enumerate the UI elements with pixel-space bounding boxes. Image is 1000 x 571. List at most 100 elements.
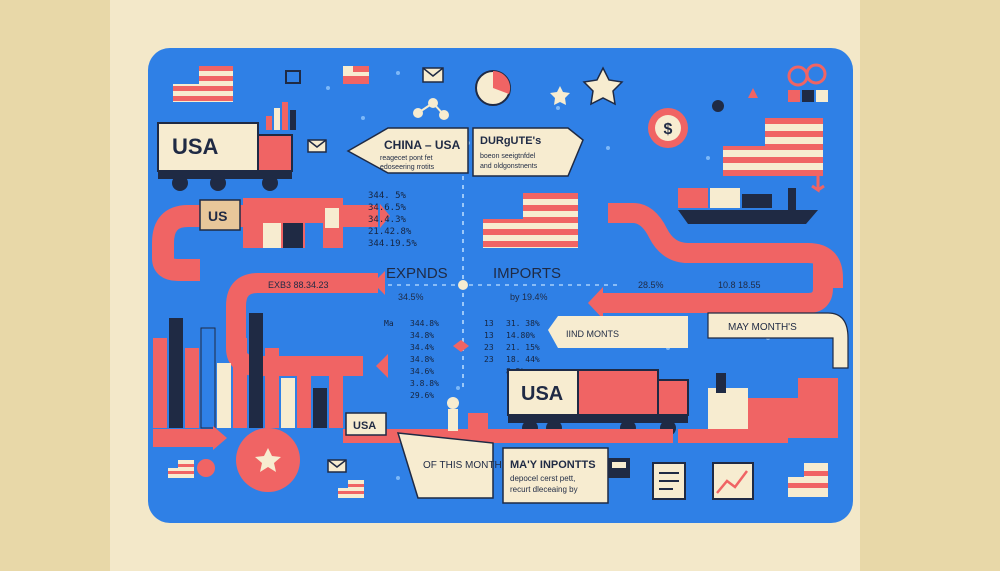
of-this-month-label: OF THIS MONTH	[423, 460, 502, 471]
bar-chart-block	[153, 313, 343, 429]
ind-months-banner	[548, 316, 688, 348]
china-flag-icon	[236, 428, 300, 492]
exp-bar-label: EXB3 88.34.23	[268, 280, 329, 290]
stat-right-prefix: 23	[484, 355, 494, 364]
network-icon	[413, 98, 449, 120]
stat-top-item: 344.19.5%	[368, 239, 417, 249]
stat-right-item: 14.80%	[506, 331, 535, 340]
arrowhead	[380, 204, 390, 228]
badge-icon	[197, 459, 215, 477]
china-usa-sub1: reagecet pont fet	[380, 155, 433, 162]
worker-icon	[447, 397, 488, 443]
arrowhead	[373, 271, 385, 295]
line-chart-icon	[712, 462, 754, 500]
box-icon	[285, 70, 301, 84]
imports-sub: by 19.4%	[510, 292, 548, 302]
right-margin	[860, 0, 1000, 571]
stat-right-item: 18. 44%	[506, 355, 540, 364]
stat-right-prefix: 23	[484, 343, 494, 352]
infographic-board: $ USA CHINA – USA reagecet pont fet edos…	[148, 48, 853, 523]
printer-icon	[608, 458, 630, 478]
may-imports-sub1: depocel cerst pett,	[510, 474, 575, 483]
star-icon	[582, 66, 624, 106]
star-icon	[550, 86, 570, 105]
flag-small-icon	[168, 460, 194, 478]
factory-icon	[708, 373, 838, 438]
imports-arrow	[598, 263, 833, 313]
pie-chart-icon	[475, 70, 511, 106]
usa-small-label: USA	[353, 420, 376, 432]
of-this-month-callout	[396, 432, 494, 499]
stat-top-item: 34.4.3%	[368, 215, 407, 225]
svg-text:$: $	[664, 121, 673, 138]
container-stack	[243, 198, 343, 248]
us-box	[199, 199, 241, 231]
durgute-sub2: and oldgonstnents	[480, 163, 538, 170]
stat-right-prefix: 13	[484, 319, 494, 328]
center-node	[458, 280, 468, 290]
imp-pct-left: 28.5%	[638, 280, 664, 290]
durgute-title: DURgUTE's	[480, 135, 541, 147]
stats-left: Ma 344.8% 34.8% 34.4% 34.8% 34.6% 3.8.8% 29.6%	[384, 319, 439, 400]
envelope-icon	[422, 67, 444, 83]
stat-left-item: 34.8%	[410, 355, 434, 364]
imp-bar-label: 10.8 18.55	[718, 280, 761, 290]
stat-left-item: 34.8%	[410, 331, 434, 340]
may-months-banner	[707, 312, 849, 369]
flow-arrow-right	[608, 203, 844, 288]
diamond-icon	[453, 340, 469, 352]
may-imports-title: MA'Y INPONTTS	[510, 459, 596, 471]
stat-right-item: 31. 38%	[506, 319, 540, 328]
truck-label-top: USA	[172, 134, 219, 159]
stat-top-item: 34.6.5%	[368, 203, 407, 213]
stats-top: 344. 5% 34.6.5% 34.4.3% 21.42.8% 344.19.5%	[368, 191, 417, 249]
envelope-icon	[307, 139, 327, 153]
left-margin	[0, 0, 110, 571]
china-usa-title: CHINA – USA	[384, 138, 461, 152]
china-usa-banner	[346, 127, 469, 174]
imports-heading: IMPORTS	[493, 265, 561, 282]
may-imports-box	[502, 447, 609, 504]
stat-right-prefix: 13	[484, 331, 494, 340]
flag-small-icon	[343, 66, 369, 84]
gear-icon	[712, 100, 724, 112]
us-flag-icon	[723, 118, 823, 176]
durgute-sub1: boeon seeigtnfdel	[480, 153, 536, 160]
stat-left-item: 3.8.8%	[410, 379, 439, 388]
stat-top-item: 21.42.8%	[368, 227, 412, 237]
flag-small-icon	[788, 463, 828, 497]
stat-left-prefix: Ma	[384, 319, 394, 328]
flow-arrow-left	[152, 205, 378, 281]
envelope-icon	[327, 459, 347, 473]
exports-sub: 34.5%	[398, 292, 424, 302]
stat-left-item: 34.6%	[410, 367, 434, 376]
us-box-label: US	[208, 208, 227, 224]
arrowhead	[376, 354, 388, 378]
ind-months-label: IIND MONTS	[566, 329, 619, 339]
document-icon	[652, 462, 686, 500]
stat-left-item: 29.6%	[410, 391, 434, 400]
stat-right-item: 21. 15%	[506, 343, 540, 352]
us-flag-icon	[173, 66, 233, 102]
stat-left-item: 344.8%	[410, 319, 439, 328]
us-flag-icon	[483, 193, 578, 248]
durgute-banner	[472, 127, 584, 177]
arrow-down-icon	[811, 176, 825, 193]
truck-label-bottom: USA	[521, 383, 563, 405]
arrowhead	[213, 426, 227, 450]
cubes-icon	[787, 63, 828, 102]
gear-dollar-icon: $	[648, 108, 688, 148]
stat-left-item: 34.4%	[410, 343, 434, 352]
may-imports-sub2: recurt dleceaing by	[510, 485, 578, 494]
stat-top-item: 344. 5%	[368, 191, 407, 201]
cargo-ship	[678, 188, 818, 224]
china-usa-sub2: edoseering rrotits	[380, 164, 435, 171]
arrow-up-icon	[748, 88, 758, 98]
may-months-label: MAY MONTH'S	[728, 322, 797, 333]
truck-usa-top	[157, 122, 293, 191]
bar-chart-icon	[266, 102, 296, 130]
usa-small-box	[345, 412, 387, 436]
flag-small-icon	[338, 480, 364, 498]
exports-heading: EXPNDS	[386, 265, 448, 282]
